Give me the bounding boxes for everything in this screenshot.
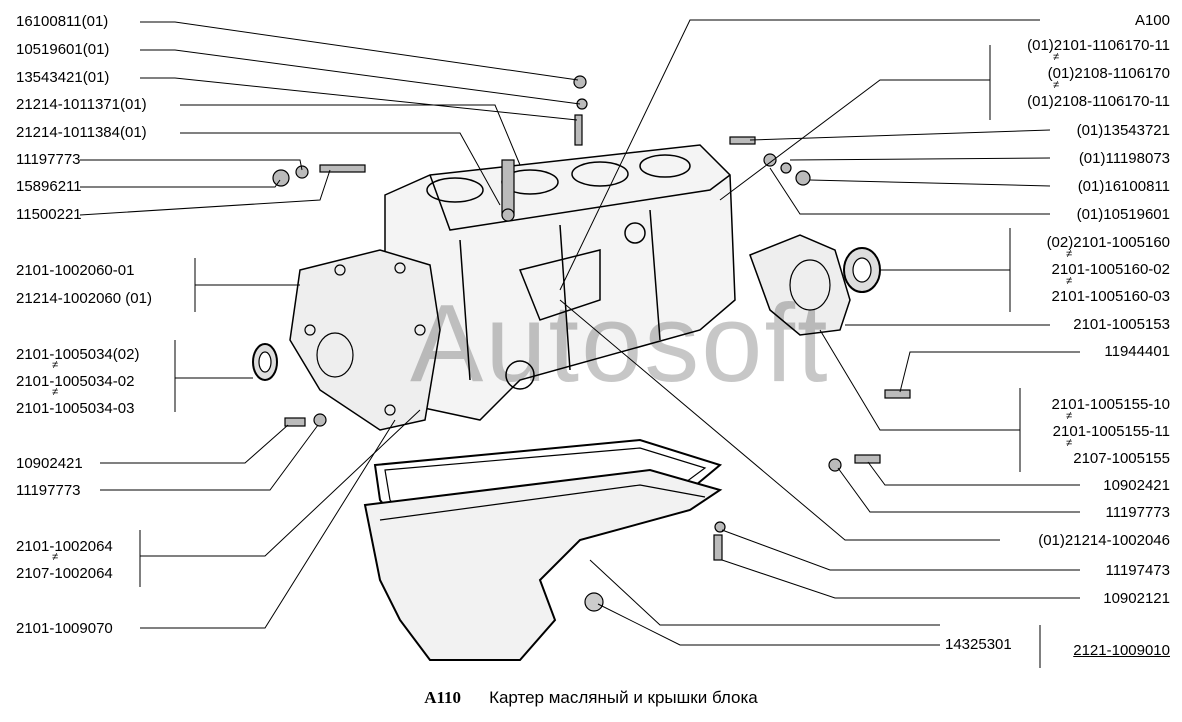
part-label: (01)13543721	[1076, 122, 1170, 139]
part-label: 2101-1002060-01	[16, 262, 135, 279]
not-equal-mark: ≠	[52, 386, 59, 398]
part-label: 2107-1002064	[16, 565, 113, 582]
part-label: 21214-1002060 (01)	[16, 290, 152, 307]
part-label: (01)2108-1106170	[1047, 65, 1170, 82]
not-equal-mark: ≠	[52, 551, 59, 563]
part-label: 2101-1005153	[1073, 316, 1170, 333]
assembly-label: 2121-1009010	[1073, 642, 1170, 659]
figure-code: A110	[424, 688, 462, 707]
part-label: 2101-1005034-03	[16, 400, 135, 417]
part-label: 11197773	[16, 151, 81, 168]
not-equal-mark: ≠	[1053, 79, 1060, 91]
not-equal-mark: ≠	[1066, 275, 1073, 287]
not-equal-mark: ≠	[1066, 410, 1073, 422]
part-label: 16100811(01)	[16, 13, 109, 30]
oil-pan	[363, 468, 723, 661]
part-label: 14325301	[945, 636, 1012, 653]
part-label: 2101-1005155-11	[1052, 423, 1170, 440]
figure-title: Картер масляный и крышки блока	[489, 688, 758, 707]
fasteners	[272, 75, 911, 561]
part-label: 11197473	[1105, 562, 1170, 579]
part-label: 10902421	[1103, 477, 1170, 494]
part-label: 2101-1005160-02	[1051, 261, 1170, 278]
part-label: 11197773	[16, 482, 81, 499]
caption: A110 Картер масляный и крышки блока	[0, 688, 1182, 708]
part-label: A100	[1134, 12, 1170, 29]
part-label: 10902121	[1103, 590, 1170, 607]
leader-lines	[79, 19, 1080, 668]
part-label: 2101-1005034(02)	[16, 346, 140, 363]
part-label: (01)2101-1106170-11	[1027, 37, 1170, 54]
not-equal-mark: ≠	[1053, 51, 1060, 63]
part-label: 11944401	[1104, 343, 1170, 360]
rear-cover	[749, 234, 851, 336]
part-label: 10902421	[16, 455, 83, 472]
part-label: (01)21214-1002046	[1038, 532, 1170, 549]
part-label: (01)16100811	[1077, 178, 1170, 195]
part-label: 2101-1005160-03	[1051, 288, 1170, 305]
part-label: 11197773	[1105, 504, 1170, 521]
part-label: (01)2108-1106170-11	[1027, 93, 1170, 110]
part-label: 21214-1011371(01)	[16, 96, 147, 113]
part-label: 2107-1005155	[1073, 450, 1170, 467]
part-label: 21214-1011384(01)	[16, 124, 147, 141]
part-label: 15896211	[16, 178, 82, 195]
part-label: (02)2101-1005160	[1046, 234, 1170, 251]
part-label: 10519601(01)	[16, 41, 110, 58]
not-equal-mark: ≠	[52, 359, 59, 371]
part-label: 13543421(01)	[16, 69, 110, 86]
part-label: 2101-1009070	[16, 620, 113, 637]
part-label: (01)10519601	[1076, 206, 1170, 223]
front-cover	[289, 249, 441, 431]
part-label: 11500221	[16, 206, 82, 223]
part-label: 2101-1005034-02	[16, 373, 135, 390]
part-label: 2101-1005155-10	[1051, 396, 1170, 413]
not-equal-mark: ≠	[1066, 437, 1073, 449]
not-equal-mark: ≠	[1066, 248, 1073, 260]
part-label: (01)11198073	[1078, 150, 1170, 167]
part-label: 2101-1002064	[16, 538, 113, 555]
watermark: Autosoft	[410, 282, 830, 405]
